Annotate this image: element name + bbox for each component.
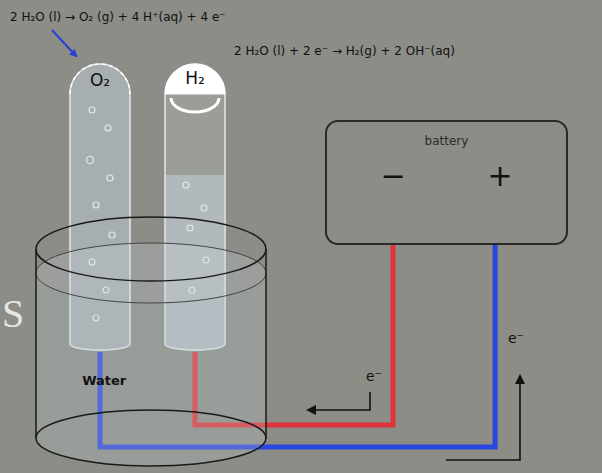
reaction-equation: 2 H₂O (l) → O₂ (g) + 4 H⁺(aq) + 4 e⁻ (10, 10, 226, 24)
electron-label: e⁻ (508, 330, 524, 346)
reaction-equation: 2 H₂O (l) + 2 e⁻ → H₂(g) + 2 OH⁻(aq) (234, 44, 455, 58)
beaker-outline (34, 215, 268, 470)
terminal-sign: − (380, 158, 405, 193)
pointer-arrow (52, 30, 76, 56)
terminal-sign: + (487, 158, 512, 193)
gas-label: H₂ (185, 68, 205, 88)
gas-label: O₂ (90, 70, 110, 90)
title-fragment: S (2, 290, 24, 337)
electron-flow-arrow (308, 392, 370, 410)
electron-label: e⁻ (366, 368, 382, 384)
liquid-label: Water (82, 373, 126, 388)
battery-box: battery − + (325, 120, 568, 245)
battery-label: battery (425, 134, 469, 148)
beaker: Water (34, 215, 268, 470)
